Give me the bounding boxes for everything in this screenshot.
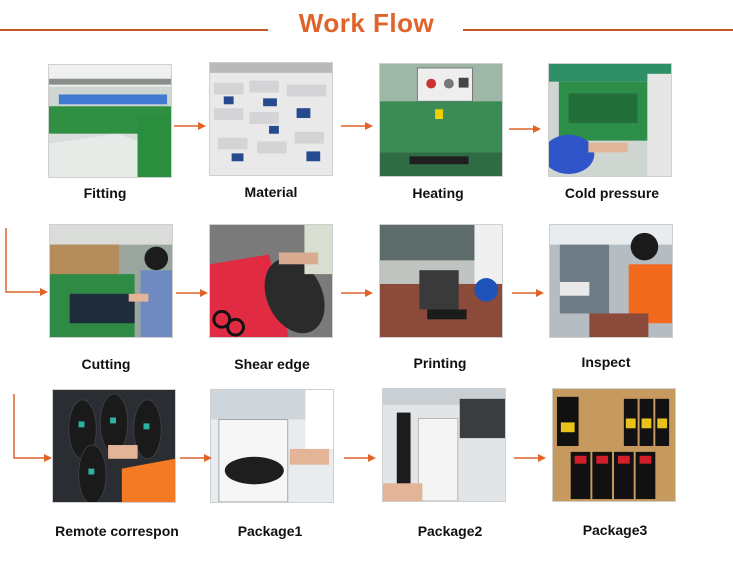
step-label-material: Material bbox=[244, 184, 298, 200]
step-label-package1: Package1 bbox=[237, 523, 303, 539]
page-title: Work Flow bbox=[298, 8, 435, 38]
step-label-remote-correspon: Remote correspon bbox=[55, 523, 179, 539]
step-label-fitting: Fitting bbox=[83, 185, 127, 201]
title-line-right bbox=[463, 29, 733, 31]
step-label-heating: Heating bbox=[412, 185, 464, 201]
step-photo-package3 bbox=[552, 388, 676, 502]
step-label-shear-edge: Shear edge bbox=[234, 356, 310, 372]
step-photo-heating bbox=[379, 63, 503, 177]
step-label-package2: Package2 bbox=[417, 523, 483, 539]
step-photo-package1 bbox=[210, 389, 334, 503]
step-label-cold-pressure: Cold pressure bbox=[564, 185, 660, 201]
flow-arrow-icon bbox=[344, 453, 376, 463]
flow-arrow-icon bbox=[180, 453, 212, 463]
step-photo-cutting bbox=[49, 224, 173, 338]
flow-arrow-icon bbox=[514, 453, 546, 463]
flow-arrow-icon bbox=[509, 124, 541, 134]
flow-connector-icon bbox=[4, 228, 50, 303]
step-photo-shear-edge bbox=[209, 224, 333, 338]
flow-arrow-icon bbox=[174, 121, 206, 131]
flow-arrow-icon bbox=[512, 288, 544, 298]
flow-arrow-icon bbox=[341, 121, 373, 131]
flow-arrow-icon bbox=[176, 288, 208, 298]
step-photo-printing bbox=[379, 224, 503, 338]
flow-arrow-icon bbox=[341, 288, 373, 298]
step-photo-material bbox=[209, 62, 333, 176]
step-label-package3: Package3 bbox=[582, 522, 648, 538]
step-photo-cold-pressure bbox=[548, 63, 672, 177]
step-label-cutting: Cutting bbox=[81, 356, 131, 372]
step-photo-fitting bbox=[48, 64, 172, 178]
title-line-left bbox=[0, 29, 268, 31]
flow-connector-icon bbox=[12, 394, 54, 469]
step-label-printing: Printing bbox=[413, 355, 467, 371]
step-photo-inspect bbox=[549, 224, 673, 338]
step-photo-package2 bbox=[382, 388, 506, 502]
step-photo-remote-correspon bbox=[52, 389, 176, 503]
step-label-inspect: Inspect bbox=[581, 354, 631, 370]
